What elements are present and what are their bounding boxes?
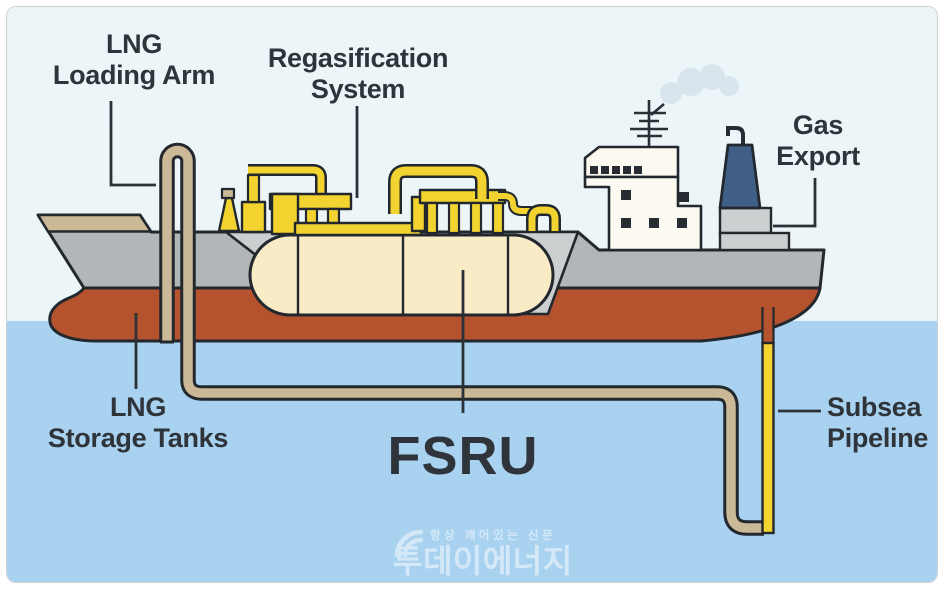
bow-deck-strip xyxy=(36,213,153,233)
subsea-pipeline-pipe xyxy=(761,341,775,535)
label-lng-storage-tanks: LNG Storage Tanks xyxy=(47,392,229,453)
label-subsea-pipeline: Subsea Pipeline xyxy=(827,392,929,453)
vent-cone-cap xyxy=(220,187,236,200)
stern-deck-blocks xyxy=(718,206,791,252)
bridge-windows xyxy=(590,166,689,228)
label-fsru: FSRU xyxy=(387,426,539,486)
pointer-loading-arm xyxy=(109,101,156,187)
diagram-canvas: LNG Loading Arm Regasification System Ga… xyxy=(7,7,937,582)
label-lng-loading-arm: LNG Loading Arm xyxy=(52,29,216,90)
fsru-diagram-art xyxy=(7,7,937,582)
label-regasification-system: Regasification System xyxy=(267,43,449,104)
bridge-wheelhouse xyxy=(583,145,680,179)
pointer-lines xyxy=(109,101,821,413)
accommodation-block xyxy=(583,175,703,252)
label-gas-export: Gas Export xyxy=(776,110,860,171)
radar-mast-icon xyxy=(630,100,668,151)
regasification-piping xyxy=(217,164,561,237)
funnel-vent-pipe xyxy=(726,126,745,147)
watermark-brand: 투데이에너지 xyxy=(393,543,573,579)
watermark-logo-icon xyxy=(394,529,424,557)
watermark: 항상 깨어있는 신문 투데이에너지 xyxy=(393,527,573,577)
diagram-frame: LNG Loading Arm Regasification System Ga… xyxy=(6,6,938,583)
pointer-gas-export xyxy=(773,178,817,228)
sea-water xyxy=(7,321,937,582)
lng-loading-arm-pipe xyxy=(159,142,764,536)
watermark-tagline: 항상 깨어있는 신문 xyxy=(430,530,557,542)
subsea-riser-stub xyxy=(761,307,775,343)
tank-dividers xyxy=(296,236,510,314)
smoke-icon xyxy=(660,64,739,104)
funnel xyxy=(718,143,762,210)
